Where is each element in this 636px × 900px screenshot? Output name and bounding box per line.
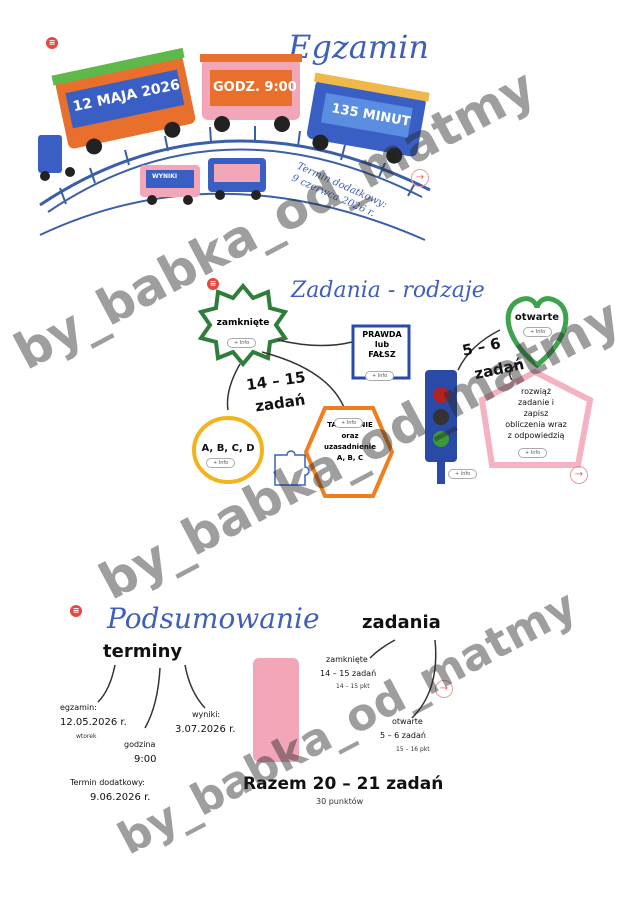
- tasks-heading: zadania: [362, 612, 441, 633]
- menu-button-section3[interactable]: ≡: [70, 605, 82, 617]
- track-sleepers: [59, 126, 416, 205]
- true-false-text: PRAWDA lub FAŁSZ: [354, 330, 410, 360]
- info-button-traffic[interactable]: + Info: [448, 469, 478, 479]
- arrow-closed-truefalse: [277, 339, 353, 347]
- section2-title: Zadania - rodzaje: [291, 278, 485, 303]
- closed-star-shape: [197, 282, 289, 368]
- locomotive-wheel: [40, 171, 50, 181]
- open-desc-line1: rozwiąż: [520, 387, 552, 396]
- next-arrow-section1[interactable]: →: [411, 169, 429, 187]
- next-arrow-section2[interactable]: →: [570, 466, 588, 484]
- arrow-open-desc: [509, 362, 521, 381]
- track-lower: [39, 192, 426, 241]
- summary-extra-date: 9.06.2026 r.: [90, 792, 151, 803]
- tak-nie-line2: oraz: [341, 432, 359, 440]
- true-false-line1: PRAWDA: [362, 330, 402, 339]
- info-button-abcd[interactable]: + Info: [206, 458, 236, 468]
- puzzle-decoration: [274, 450, 310, 486]
- arrow-open-light: [457, 329, 501, 371]
- open-desc: rozwiąż zadanie i zapisz obliczenia wraz…: [494, 386, 578, 441]
- true-false-line3: FAŁSZ: [368, 350, 396, 359]
- summary-open-count: 5 – 6 zadań: [380, 731, 426, 740]
- arrow-closed-taknie: [261, 351, 346, 411]
- train-illustration: [38, 47, 431, 241]
- open-desc-line2: zadanie i: [517, 398, 555, 407]
- wagon-date: [51, 47, 196, 155]
- info-button-open-desc[interactable]: + Info: [518, 448, 548, 458]
- summary-figure: [253, 658, 299, 762]
- summary-results-date: 3.07.2026 r.: [175, 724, 236, 735]
- locomotive-body: [38, 135, 62, 173]
- tak-nie-line3: uzasadnienie: [324, 443, 376, 451]
- arrow-terms-results: [184, 664, 206, 709]
- open-desc-line5: z odpowiedzią: [507, 431, 565, 440]
- tak-nie-hexagon: [303, 406, 395, 498]
- section1-title: Egzamin: [288, 28, 429, 66]
- section3-title: Podsumowanie: [107, 602, 320, 635]
- arrow-terms-hour: [144, 667, 161, 729]
- info-button-taknie[interactable]: + Info: [334, 418, 364, 428]
- summary-hour-label: godzina: [124, 740, 156, 749]
- track-rail-outer: [39, 139, 431, 207]
- wagon-results-label: WYNIKI: [152, 173, 178, 180]
- summary-hour-value: 9:00: [134, 754, 157, 765]
- menu-button-section2[interactable]: ≡: [207, 278, 219, 290]
- arrow-terms-exam: [97, 664, 116, 703]
- info-button-open[interactable]: + Info: [523, 327, 553, 337]
- task-types-diagram: [192, 282, 594, 498]
- summary-total: Razem 20 – 21 zadań: [243, 774, 444, 794]
- info-button-closed[interactable]: + Info: [227, 338, 257, 348]
- summary-closed-count: 14 – 15 zadań: [320, 669, 377, 678]
- open-label: otwarte: [514, 312, 560, 323]
- summary-total-points: 30 punktów: [316, 797, 364, 806]
- arrow-tasks-closed: [369, 639, 396, 659]
- track-rail-inner: [47, 148, 423, 213]
- summary-exam-label: egzamin:: [60, 703, 97, 712]
- summary-open-label: otwarte: [392, 717, 423, 726]
- wagon-results: [140, 165, 200, 205]
- info-button-truefalse[interactable]: + Info: [365, 371, 395, 381]
- terms-heading: terminy: [103, 641, 183, 662]
- menu-button-section1[interactable]: ≡: [46, 37, 58, 49]
- summary-exam-day: wtorek: [76, 733, 97, 740]
- arrow-closed-abcd: [226, 363, 241, 411]
- open-desc-line3: zapisz: [523, 409, 549, 418]
- abcd-label: A, B, C, D: [201, 443, 255, 454]
- summary-extra-label: Termin dodatkowy:: [70, 778, 145, 787]
- tak-nie-line4: A, B, C: [336, 454, 364, 462]
- wagon-duration: [306, 72, 430, 164]
- summary-closed-label: zamknięte: [326, 655, 368, 664]
- wagon-time-label: GODZ. 9:00: [213, 80, 297, 95]
- summary-exam-date: 12.05.2026 r.: [60, 717, 127, 728]
- true-false-line2: lub: [374, 340, 390, 349]
- open-pentagon-shape: [478, 368, 594, 468]
- summary-arrows: [97, 639, 437, 762]
- arrow-tasks-open: [411, 639, 437, 719]
- summary-open-points: 15 – 16 pkt: [396, 746, 430, 753]
- next-arrow-section3[interactable]: →: [435, 680, 453, 698]
- closed-label: zamknięte: [216, 318, 270, 328]
- summary-results-label: wyniki:: [192, 710, 221, 719]
- open-desc-line4: obliczenia wraz: [505, 420, 567, 429]
- wagon-time: [200, 54, 302, 132]
- summary-closed-points: 14 – 15 pkt: [336, 683, 370, 690]
- wagon-extra: [208, 158, 266, 200]
- locomotive-wheel: [65, 167, 75, 177]
